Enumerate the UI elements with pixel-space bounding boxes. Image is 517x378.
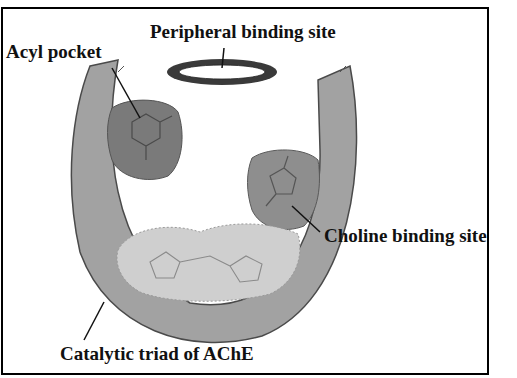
part-label: Peripheral binding site: [150, 22, 336, 43]
part-label: Choline binding site: [324, 226, 487, 247]
acyl-pocket-region: [108, 100, 183, 179]
leader-line: [84, 302, 104, 340]
choline-site-region: [248, 150, 320, 230]
part-label: Catalytic triad of AChE: [60, 344, 254, 365]
frame: [2, 8, 488, 374]
gorge-wall: [71, 60, 356, 342]
catalytic-triad-region: [117, 224, 300, 301]
acyl-residue: [132, 114, 172, 160]
leader-line: [292, 206, 320, 232]
choline-residue: [266, 156, 296, 206]
triad-residues: [150, 252, 262, 282]
part-label: Acyl pocket: [6, 42, 102, 63]
leader-line: [112, 68, 140, 118]
leader-line: [222, 48, 224, 68]
